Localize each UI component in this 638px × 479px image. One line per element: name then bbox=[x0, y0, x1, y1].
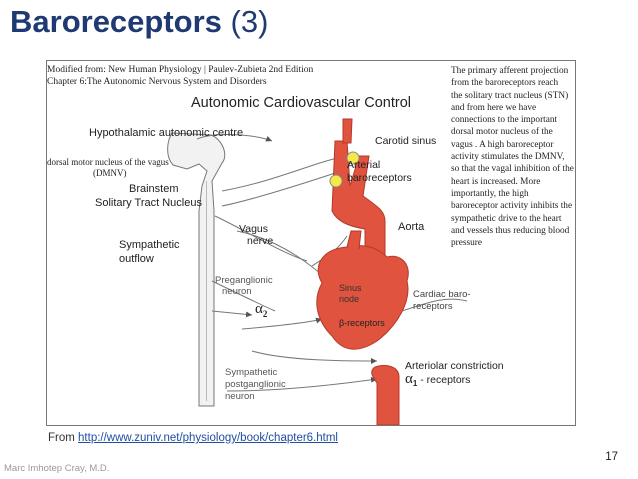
hypothalamus-label: Hypothalamic autonomic centre bbox=[89, 127, 244, 139]
vagus-label-line1: Vagus bbox=[239, 223, 268, 235]
aortic-baroreceptor-dot bbox=[329, 174, 343, 188]
postganglionic-line2: postganglionic bbox=[225, 379, 286, 390]
dmnv-label-line2: (DMNV) bbox=[93, 168, 127, 178]
diagram-artwork bbox=[167, 118, 468, 425]
vagus-label-line2: nerve bbox=[247, 235, 274, 247]
sinus-node-line1: Sinus bbox=[339, 283, 362, 293]
diagram-main-title: Autonomic Cardiovascular Control bbox=[191, 95, 412, 111]
carotid-sinus-label: Carotid sinus bbox=[375, 135, 437, 147]
source-citation: From http://www.zuniv.net/physiology/boo… bbox=[48, 432, 338, 444]
autonomic-control-diagram: Modified from: New Human Physiology | Pa… bbox=[46, 60, 576, 426]
source-link[interactable]: http://www.zuniv.net/physiology/book/cha… bbox=[78, 432, 338, 444]
spinal-cord-shape bbox=[167, 132, 226, 407]
figure-credit-line1: Modified from: New Human Physiology | Pa… bbox=[47, 65, 314, 75]
solitary-tract-label: Solitary Tract Nucleus bbox=[95, 197, 202, 209]
heart-shape bbox=[316, 244, 409, 350]
sympathetic-outflow-line2: outflow bbox=[119, 253, 154, 265]
source-prefix: From bbox=[48, 432, 79, 444]
preganglionic-line2: neuron bbox=[222, 286, 252, 297]
sinus-node-line2: node bbox=[339, 294, 360, 304]
arterial-baroreceptors-line2: baroreceptors bbox=[347, 172, 412, 184]
arteriolar-constriction-label: Arteriolar constriction bbox=[405, 360, 504, 372]
alpha1-receptors-label: α1 - receptors bbox=[405, 371, 471, 389]
dmnv-label-line1: dorsal motor nucleus of the vagus bbox=[47, 157, 169, 167]
preganglionic-line1: Preganglionic bbox=[215, 275, 273, 286]
beta-receptors-label: β-receptors bbox=[339, 318, 385, 328]
author-credit: Marc Imhotep Cray, M.D. bbox=[4, 463, 110, 474]
postganglionic-line1: Sympathetic bbox=[225, 367, 278, 378]
postganglionic-line3: neuron bbox=[225, 391, 255, 402]
page-number: 17 bbox=[605, 451, 618, 463]
cardiac-baroreceptors-line1: Cardiac baro- bbox=[413, 289, 471, 300]
explanation-paragraph: The primary afferent projection from the… bbox=[451, 66, 574, 249]
slide-title-main: Baroreceptors bbox=[10, 4, 222, 39]
arterial-baroreceptors-line1: Arterial bbox=[347, 159, 381, 171]
cardiac-baroreceptors-line2: receptors bbox=[413, 301, 453, 312]
brainstem-label: Brainstem bbox=[129, 183, 179, 195]
carotid-artery-shape bbox=[331, 140, 386, 262]
aorta-label: Aorta bbox=[398, 221, 425, 233]
arteriole-shape bbox=[371, 364, 400, 425]
slide-title-number: (3) bbox=[221, 4, 269, 39]
figure-credit-line2: Chapter 6:The Autonomic Nervous System a… bbox=[47, 77, 267, 87]
carotid-baroreceptor-dot bbox=[346, 151, 360, 165]
slide-title: Baroreceptors (3) bbox=[10, 4, 268, 40]
alpha2-receptor-label: α2 bbox=[255, 301, 268, 319]
sympathetic-outflow-line1: Sympathetic bbox=[119, 239, 180, 251]
